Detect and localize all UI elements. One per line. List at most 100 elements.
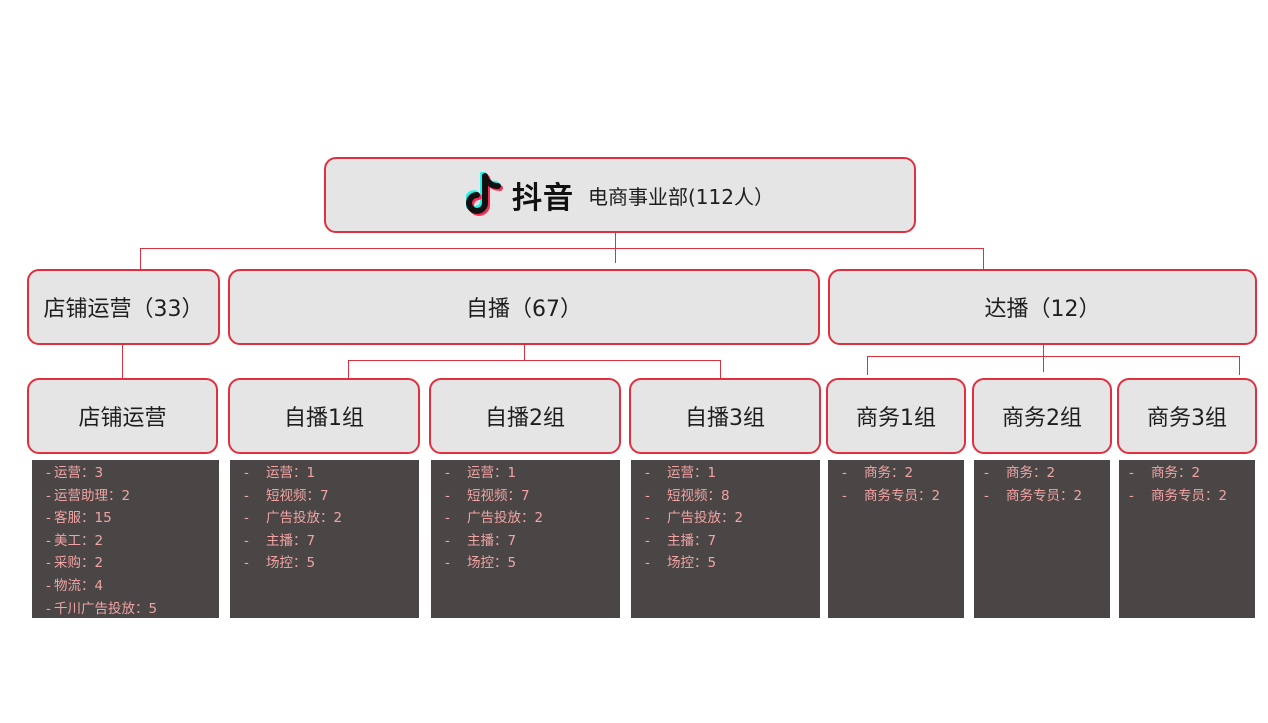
node-label: 自播（67） [466,297,582,322]
staff-item-text: 千川广告投放：5 [54,600,158,617]
department-title: 电商事业部(112人） [588,184,774,209]
node-business-group-2: 商务2组 [972,378,1112,454]
staff-item-text: 运营助理：2 [54,487,131,504]
staff-item: -广告投放：2 [445,507,620,530]
staff-item: -商务专员：2 [842,485,964,508]
staff-list: -商务：2-商务专员：2 [842,462,964,507]
staff-item-text: 商务：2 [1151,465,1201,481]
node-business-group-1: 商务1组 [826,378,966,454]
bullet-dash: - [645,532,650,549]
connector-to-kol [983,248,984,269]
details-business-group-2: -商务：2-商务专员：2 [974,460,1110,618]
staff-item-text: 广告投放：2 [266,510,343,527]
staff-item: -商务专员：2 [1129,485,1255,508]
staff-item: -广告投放：2 [244,507,419,530]
staff-item: -场控：5 [445,552,620,575]
details-self-group-2: -运营：1-短视频：7-广告投放：2-主播：7-场控：5 [431,460,620,618]
node-label: 自播1组 [284,406,364,431]
staff-list: -运营：3-运营助理：2-客服：15-美工：2-采购：2-物流：4-千川广告投放… [46,462,219,618]
staff-item: -主播：7 [645,530,820,553]
bullet-dash: - [244,532,249,549]
node-label: 自播2组 [485,406,565,431]
staff-item: - 商务：2 [1129,462,1255,485]
node-self-group-1: 自播1组 [228,378,420,454]
staff-item: -广告投放：2 [645,507,820,530]
connector-kol-group1 [867,356,868,375]
node-shop-operations-team: 店铺运营 [27,378,218,454]
staff-item: -短视频：8 [645,485,820,508]
node-label: 店铺运营（33） [43,297,204,322]
node-self-group-2: 自播2组 [429,378,621,454]
staff-item: -运营：1 [445,462,620,485]
node-shop-operations: 店铺运营（33） [27,269,220,345]
staff-item: -运营助理：2 [46,485,219,508]
bullet-dash: - [46,510,51,527]
node-business-group-3: 商务3组 [1117,378,1257,454]
staff-item-text: 商务：2 [1006,465,1056,481]
bullet-dash: - [244,555,249,572]
staff-item-text: 主播：7 [467,532,517,549]
logo-wordmark: 抖音 [512,181,574,216]
staff-item-text: 主播：7 [266,532,316,549]
staff-item: -采购：2 [46,552,219,575]
staff-item-text: 采购：2 [54,555,104,572]
connector-self-stem [524,345,525,361]
staff-item-text: 主播：7 [667,532,717,549]
connector-to-shop-ops [140,248,141,269]
staff-item-text: 客服：15 [54,510,112,527]
staff-item: -主播：7 [445,530,620,553]
staff-item-text: 美工：2 [54,532,104,549]
staff-item-text: 运营：1 [266,465,316,481]
staff-item-text: 场控：5 [266,555,316,572]
bullet-dash: - [645,465,650,481]
node-ecommerce-department: 抖音 电商事业部(112人） [324,157,916,233]
node-label: 商务2组 [1002,406,1082,431]
node-self-group-3: 自播3组 [629,378,821,454]
details-self-group-3: -运营：1-短视频：8-广告投放：2-主播：7-场控：5 [631,460,820,618]
node-label: 商务1组 [856,406,936,431]
bullet-dash: - [244,487,249,504]
staff-item-text: 商务专员：2 [1006,487,1083,504]
bullet-dash: - [1129,465,1134,481]
bullet-dash: - [645,510,650,527]
staff-item-text: 短视频：8 [667,487,730,504]
staff-list: -运营：1-短视频：7-广告投放：2-主播：7-场控：5 [445,462,620,575]
connector-kol-group3 [1239,356,1240,375]
details-self-group-1: -运营：1-短视频：7-广告投放：2-主播：7-场控：5 [230,460,419,618]
staff-item-text: 运营：1 [467,465,517,481]
staff-list: -商务：2-商务专员：2 [984,462,1110,507]
bullet-dash: - [46,465,51,481]
connector-kol-bar [867,356,1240,357]
bullet-dash: - [46,577,51,594]
staff-item-text: 短视频：7 [266,487,329,504]
node-label: 自播3组 [685,406,765,431]
bullet-dash: - [645,487,650,504]
bullet-dash: - [445,555,450,572]
node-label: 达播（12） [984,297,1101,322]
node-self-broadcast: 自播（67） [228,269,820,345]
staff-item: -场控：5 [244,552,419,575]
staff-item: -运营：3 [46,462,219,485]
staff-item: -主播：7 [244,530,419,553]
staff-list: -运营：1-短视频：7-广告投放：2-主播：7-场控：5 [244,462,419,575]
tiktok-note-icon [466,172,503,216]
staff-item: -美工：2 [46,530,219,553]
node-label: 店铺运营 [78,406,167,431]
staff-item-text: 广告投放：2 [667,510,744,527]
staff-item-text: 商务专员：2 [1151,487,1228,504]
staff-item-text: 广告投放：2 [467,510,544,527]
bullet-dash: - [244,510,249,527]
staff-item-text: 商务：2 [864,465,914,481]
staff-item-text: 商务专员：2 [864,487,941,504]
douyin-logo: 抖音 [466,172,574,218]
bullet-dash: - [984,487,989,504]
bullet-dash: - [984,465,989,481]
staff-item: -千川广告投放：5 [46,598,219,618]
connector-self-group3 [720,360,721,379]
bullet-dash: - [46,600,51,617]
details-business-group-3: - 商务：2 -商务专员：2 [1119,460,1255,618]
staff-item: -运营：1 [244,462,419,485]
staff-item: - 商务：2 [984,462,1110,485]
details-business-group-1: -商务：2-商务专员：2 [828,460,964,618]
staff-item: -短视频：7 [445,485,620,508]
